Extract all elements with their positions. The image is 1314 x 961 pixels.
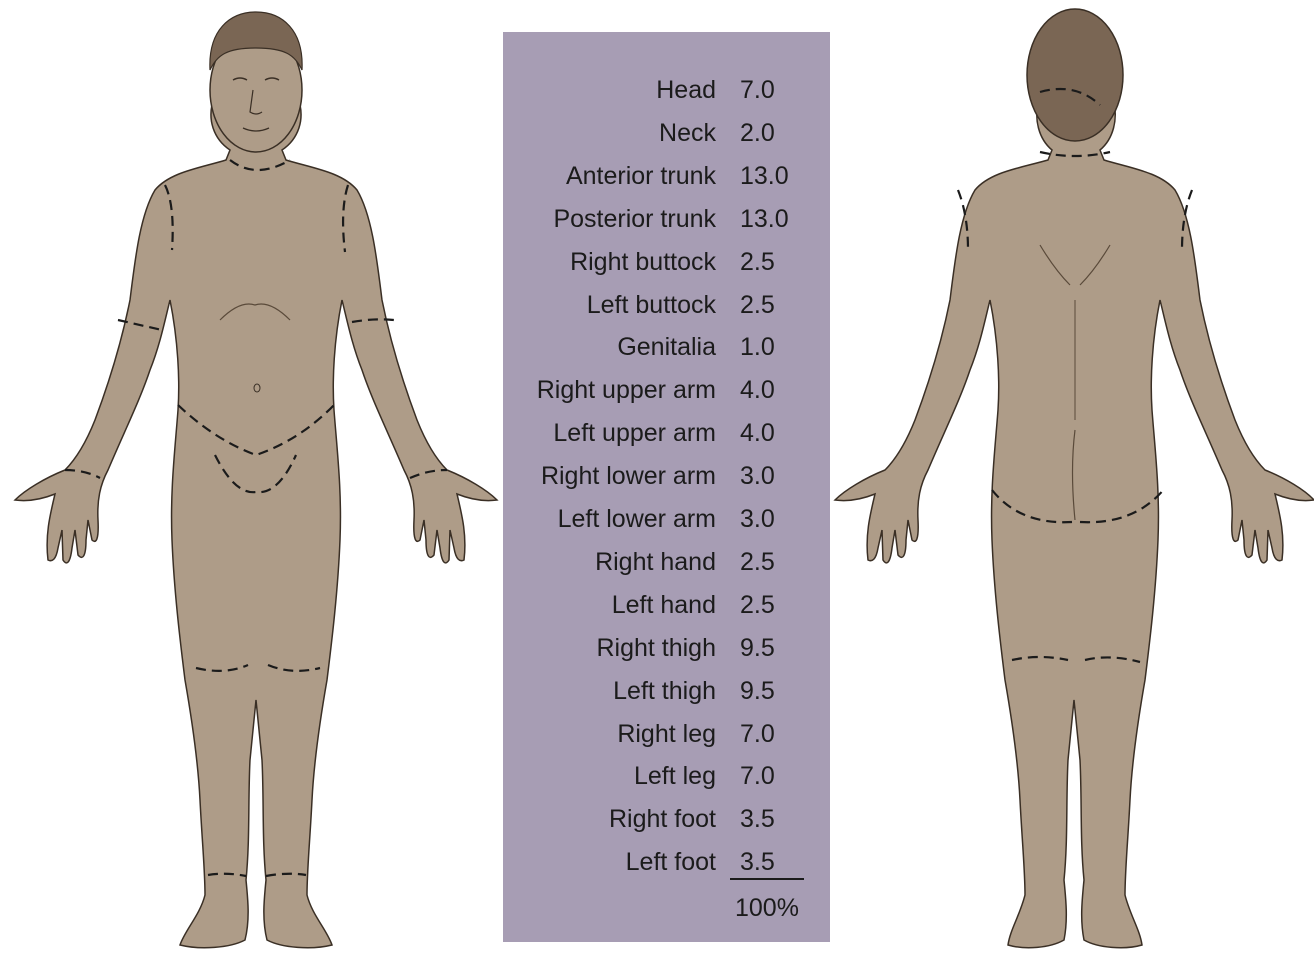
table-row: Left upper arm 4.0 [503,418,830,448]
region-percentage: 7.0 [740,75,775,105]
region-label: Left foot [626,847,716,877]
region-percentage: 13.0 [740,204,789,234]
total-rule [730,878,804,880]
region-percentage: 3.0 [740,504,775,534]
table-row: Left lower arm 3.0 [503,504,830,534]
table-row: Posterior trunk 13.0 [503,204,830,234]
anterior-body-silhouette [15,95,497,948]
region-label: Right thigh [596,633,716,663]
table-row: Left hand 2.5 [503,590,830,620]
posterior-body-figure [828,0,1314,956]
posterior-head [1027,9,1123,141]
table-row: Right leg 7.0 [503,719,830,749]
region-label: Posterior trunk [553,204,716,234]
region-label: Left upper arm [553,418,716,448]
region-label: Right leg [617,719,716,749]
region-percentage: 4.0 [740,418,775,448]
region-percentage: 4.0 [740,375,775,405]
table-row: Right upper arm 4.0 [503,375,830,405]
region-percentage: 7.0 [740,761,775,791]
table-row: Genitalia 1.0 [503,332,830,362]
region-percentage: 2.5 [740,247,775,277]
region-percentage: 7.0 [740,719,775,749]
table-row: Anterior trunk 13.0 [503,161,830,191]
region-label: Left thigh [613,676,716,706]
region-percentage: 2.5 [740,547,775,577]
table-total: 100% [735,893,799,923]
table-row: Left leg 7.0 [503,761,830,791]
region-percentage: 3.0 [740,461,775,491]
table-row: Right hand 2.5 [503,547,830,577]
region-label: Head [656,75,716,105]
table-row: Neck 2.0 [503,118,830,148]
region-label: Left buttock [587,290,716,320]
region-percentage: 9.5 [740,676,775,706]
region-percentage: 1.0 [740,332,775,362]
region-percentage: 2.0 [740,118,775,148]
region-label: Right foot [609,804,716,834]
region-label: Right buttock [570,247,716,277]
region-label: Neck [659,118,716,148]
region-percentage: 3.5 [740,804,775,834]
region-percentage: 13.0 [740,161,789,191]
region-label: Right upper arm [537,375,716,405]
region-label: Right lower arm [541,461,716,491]
region-label: Left leg [634,761,716,791]
table-row: Left buttock 2.5 [503,290,830,320]
region-label: Left hand [612,590,716,620]
region-label: Genitalia [617,332,716,362]
region-percentage: 2.5 [740,290,775,320]
table-row: Right thigh 9.5 [503,633,830,663]
region-label: Left lower arm [558,504,716,534]
region-label: Anterior trunk [566,161,716,191]
anterior-body-figure [0,0,500,956]
region-label: Right hand [595,547,716,577]
region-percentage: 3.5 [740,847,775,877]
region-percentage: 2.5 [740,590,775,620]
table-row: Right buttock 2.5 [503,247,830,277]
table-row: Head 7.0 [503,75,830,105]
region-percentage: 9.5 [740,633,775,663]
table-row: Left thigh 9.5 [503,676,830,706]
table-row: Right foot 3.5 [503,804,830,834]
posterior-body-silhouette [835,95,1314,948]
table-row: Left foot 3.5 [503,847,830,877]
table-row: Right lower arm 3.0 [503,461,830,491]
